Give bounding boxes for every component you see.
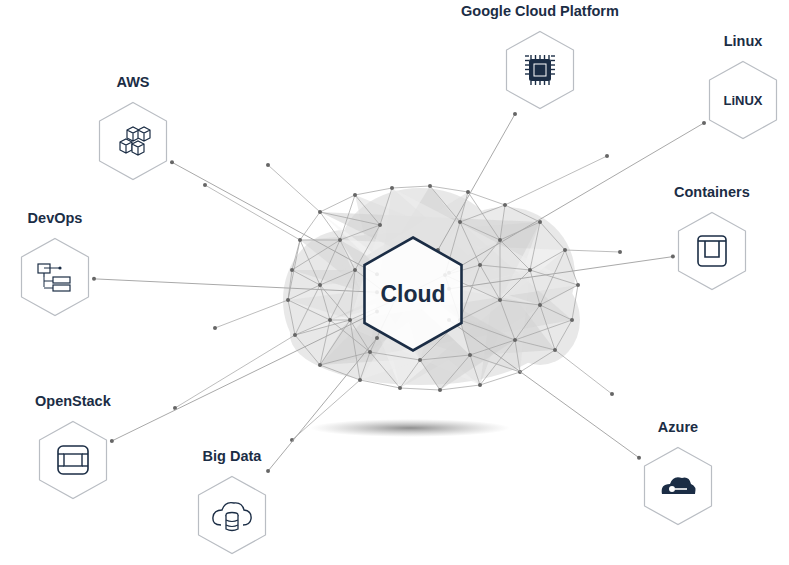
hexagon-outline: [643, 446, 713, 526]
connector-line: [447, 318, 641, 460]
hexagon-outline: [505, 30, 575, 110]
node-heading: Containers: [672, 184, 752, 201]
hexagon-outline: [38, 420, 108, 500]
hexagon-outline: [197, 475, 267, 555]
hexagon-frame: [677, 211, 747, 291]
hexagon-node: Azure: [643, 419, 713, 526]
connector-line: [170, 160, 379, 276]
hexagon-node: OpenStack: [33, 393, 113, 500]
hexagon-frame: [20, 237, 90, 317]
hexagon-frame: [98, 101, 168, 181]
cloud-shadow: [310, 419, 510, 437]
logo-text: LiNUX: [724, 93, 763, 108]
node-heading: Big Data: [201, 448, 264, 465]
connector-line: [436, 112, 517, 252]
connector-line: [92, 277, 379, 294]
hexagon-frame: [643, 446, 713, 526]
node-heading: Linux: [722, 33, 765, 50]
node-icon: [120, 127, 150, 155]
node-icon: [213, 503, 251, 531]
connector-line: [447, 121, 706, 275]
hexagon-frame: Cloud: [363, 236, 463, 352]
node-icon: [58, 446, 88, 474]
node-icon: [698, 236, 726, 266]
node-icon: [662, 477, 696, 494]
hexagon-node: DevOps: [20, 210, 90, 317]
mesh-dots: [173, 154, 622, 442]
node-heading: DevOps: [26, 210, 85, 227]
mesh-lines: [175, 156, 620, 440]
central-hexagon-node: Cloud: [363, 236, 463, 352]
node-heading: AWS: [114, 74, 151, 91]
hexagon-frame: [197, 475, 267, 555]
hexagon-outline: [20, 237, 90, 317]
hexagon-node: LinuxLiNUX: [708, 33, 778, 140]
node-icon: [525, 55, 555, 85]
hexagon-frame: [505, 30, 575, 110]
hexagon-frame: [38, 420, 108, 500]
node-heading: Azure: [656, 419, 700, 436]
hexagon-outline: [677, 211, 747, 291]
node-icon: [38, 264, 70, 291]
hexagon-outline: [98, 101, 168, 181]
central-label: Cloud: [380, 281, 445, 308]
connector-line: [447, 255, 675, 291]
hexagon-node: AWS: [98, 74, 168, 181]
mesh-facets: [288, 186, 578, 390]
hexagon-frame: LiNUX: [708, 60, 778, 140]
hexagon-node: Google Cloud Platform: [459, 3, 621, 110]
node-heading: Google Cloud Platform: [459, 3, 621, 20]
node-heading: OpenStack: [33, 393, 113, 410]
hexagon-node: Big Data: [197, 448, 267, 555]
connector-line: [110, 310, 379, 443]
connector-line: [266, 336, 379, 473]
hexagon-node: Containers: [672, 184, 752, 291]
